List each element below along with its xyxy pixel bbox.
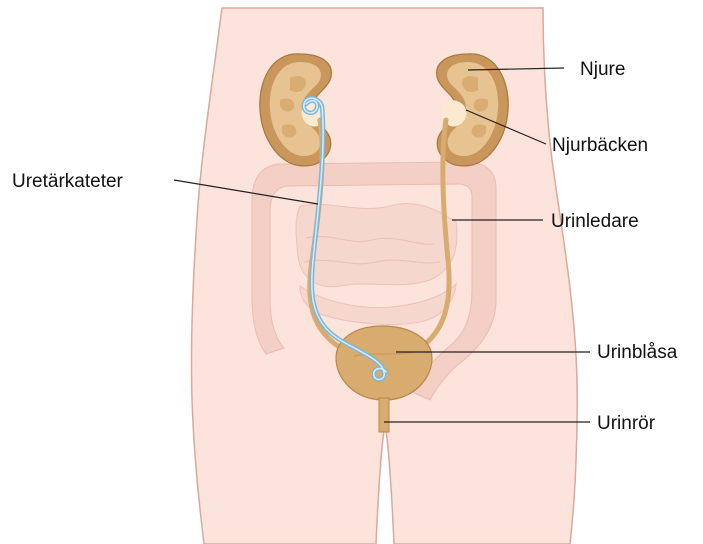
label-urinledare: Urinledare [551, 212, 639, 231]
label-urinror: Urinrör [597, 414, 655, 433]
label-uretarkateter: Uretärkateter [12, 172, 123, 191]
label-njure: Njure [580, 60, 625, 79]
label-njurbacken: Njurbäcken [552, 136, 648, 155]
urethra [379, 398, 389, 432]
label-urinblasa: Urinblåsa [597, 343, 677, 362]
